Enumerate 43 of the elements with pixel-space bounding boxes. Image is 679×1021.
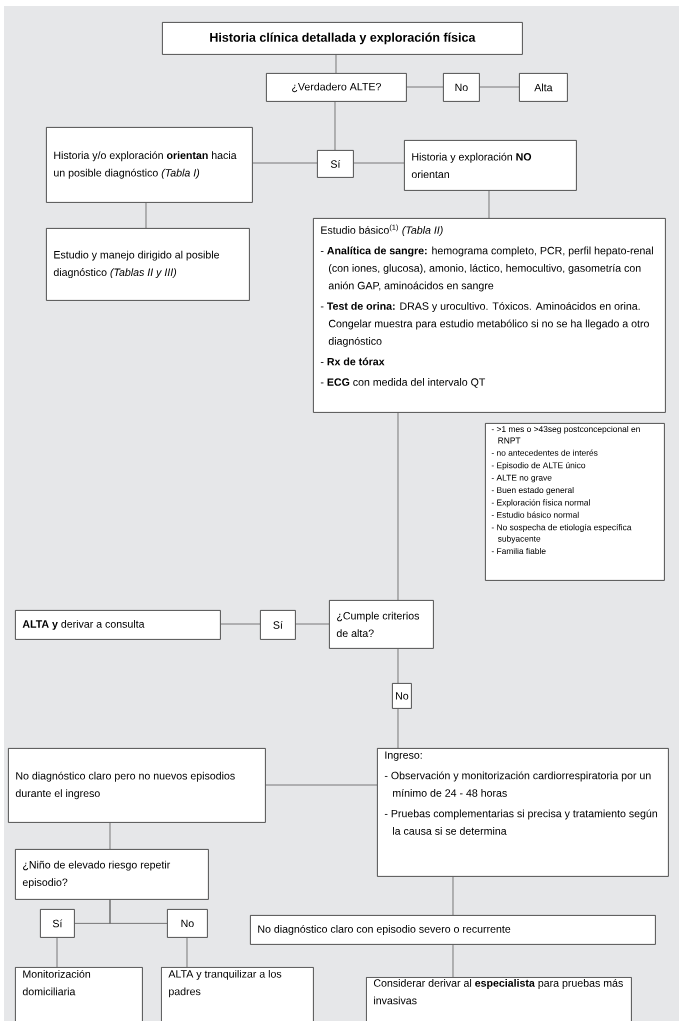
connector-line xyxy=(406,86,444,88)
connector-line xyxy=(397,708,399,749)
connector-line xyxy=(397,648,399,684)
branch-label: No xyxy=(443,73,480,102)
title-box: Historia clínica detallada y exploración física xyxy=(162,22,523,55)
connector-line xyxy=(56,937,58,968)
process-box: No diagnóstico claro con episodio severo o recurrente xyxy=(250,915,656,945)
branch-label: No xyxy=(167,909,208,938)
process-box: Considerar derivar al especialista para pruebas más invasivas xyxy=(366,977,632,1021)
process-box: Monitorización domiciliaria xyxy=(15,967,143,1021)
branch-label: No xyxy=(392,683,412,709)
branch-label: Sí xyxy=(317,150,354,178)
connector-line xyxy=(220,623,261,625)
connector-line xyxy=(397,412,399,601)
connector-line xyxy=(109,822,111,850)
criteria-note: - >1 mes o >43seg postconcepcional en RNPT - no antecedentes de interés - Episodio de ALTE único - ALTE no grave - Buen estado general - Exploración física normal - Estudio básico normal - No sospecha de etiología específica subyacente - Familia fiable xyxy=(485,423,665,581)
branch-label: Sí xyxy=(40,909,75,938)
connector-line xyxy=(186,937,188,968)
connector-line xyxy=(335,54,337,74)
connector-line xyxy=(452,876,454,916)
process-box: Estudio y manejo dirigido al posible diagnóstico (Tablas II y III) xyxy=(46,228,250,301)
connector-line xyxy=(334,101,336,151)
branch-label: Sí xyxy=(260,610,296,640)
connector-line xyxy=(353,162,405,164)
connector-line xyxy=(488,190,490,219)
decision-box: ¿Verdadero ALTE? xyxy=(266,73,407,102)
process-box: Ingreso: - Observación y monitorización cardiorrespiratoria por un mínimo de 24 - 48 horas - Pruebas complementarias si precisa y tratamiento según la causa si se determina xyxy=(377,748,669,877)
decision-box: ¿Niño de elevado riesgo repetir episodio? xyxy=(15,849,209,900)
process-box: ALTA y derivar a consulta xyxy=(15,610,221,640)
process-box: No diagnóstico claro pero no nuevos episodios durante el ingreso xyxy=(8,748,266,823)
process-box: Historia y exploración NO orientan xyxy=(404,140,577,191)
process-box: Alta xyxy=(519,73,568,102)
connector-line xyxy=(479,86,520,88)
process-box: Estudio básico$^{(1)}$ (Tabla II) - Analítica de sangre: hemograma completo, PCR, perfil hepato-renal (con iones, glucosa), amonio, láctico, hemocultivo, gasometría con anión GAP, aminoácidos en sangre - Test de orina: DRAS y urocultivo. Tóxicos. Aminoácidos en orina. Congelar muestra para estudio metabólico si no se ha llegado a otro diagnóstico - Rx de tórax - ECG con medida del intervalo QT xyxy=(313,218,666,413)
decision-box: ¿Cumple criterios de alta? xyxy=(329,600,434,649)
connector-line xyxy=(265,784,378,786)
connector-line xyxy=(109,899,168,924)
connector-line xyxy=(295,623,330,625)
connector-line xyxy=(145,202,147,229)
process-box: ALTA y tranquilizar a los padres xyxy=(161,967,314,1021)
process-box: Historia y/o exploración orientan hacia un posible diagnóstico (Tabla I) xyxy=(46,127,253,203)
connector-line xyxy=(252,162,318,164)
connector-line xyxy=(452,944,454,978)
